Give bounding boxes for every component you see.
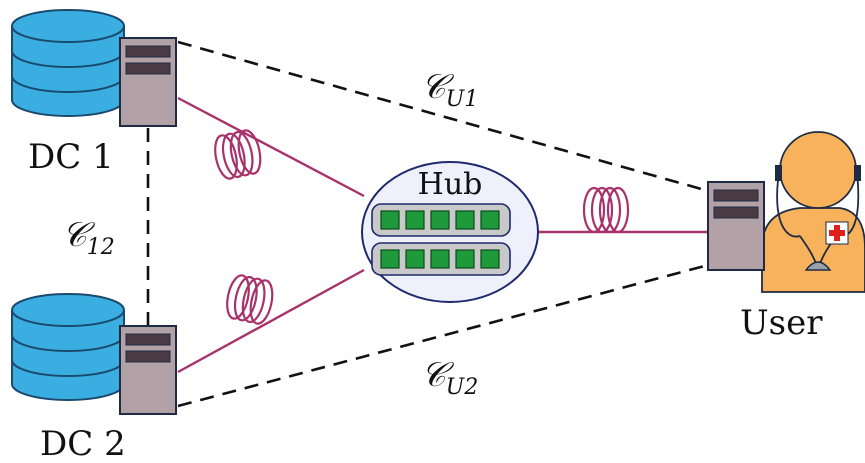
fiber-dc1-hub [177, 96, 365, 198]
fiber-dc2-hub [177, 268, 365, 374]
server-icon [119, 37, 177, 127]
hub-module-icon [371, 203, 511, 237]
user-label: User [740, 303, 823, 343]
link-label-12: 𝒞12 [62, 215, 115, 260]
fiber-coil-icon [210, 127, 265, 182]
dc2-label: DC 2 [40, 424, 126, 463]
hub-label: Hub [418, 167, 483, 202]
link-dc2-user [177, 262, 713, 408]
fiber-coil-icon [582, 186, 630, 234]
server-icon [119, 325, 177, 415]
hub: Hub [361, 161, 539, 303]
database-icon [11, 9, 125, 117]
link-dc1-user [177, 40, 713, 194]
hub-module-icon [371, 242, 511, 276]
user-doctor-icon [761, 131, 865, 293]
link-label-u2: 𝒞U2 [421, 355, 478, 400]
medical-cross-icon [825, 221, 849, 245]
link-label-u1: 𝒞U1 [421, 67, 478, 112]
dc1-label: DC 1 [28, 137, 114, 177]
fiber-coil-icon [222, 272, 277, 327]
server-icon [707, 181, 765, 271]
database-icon [11, 293, 125, 401]
